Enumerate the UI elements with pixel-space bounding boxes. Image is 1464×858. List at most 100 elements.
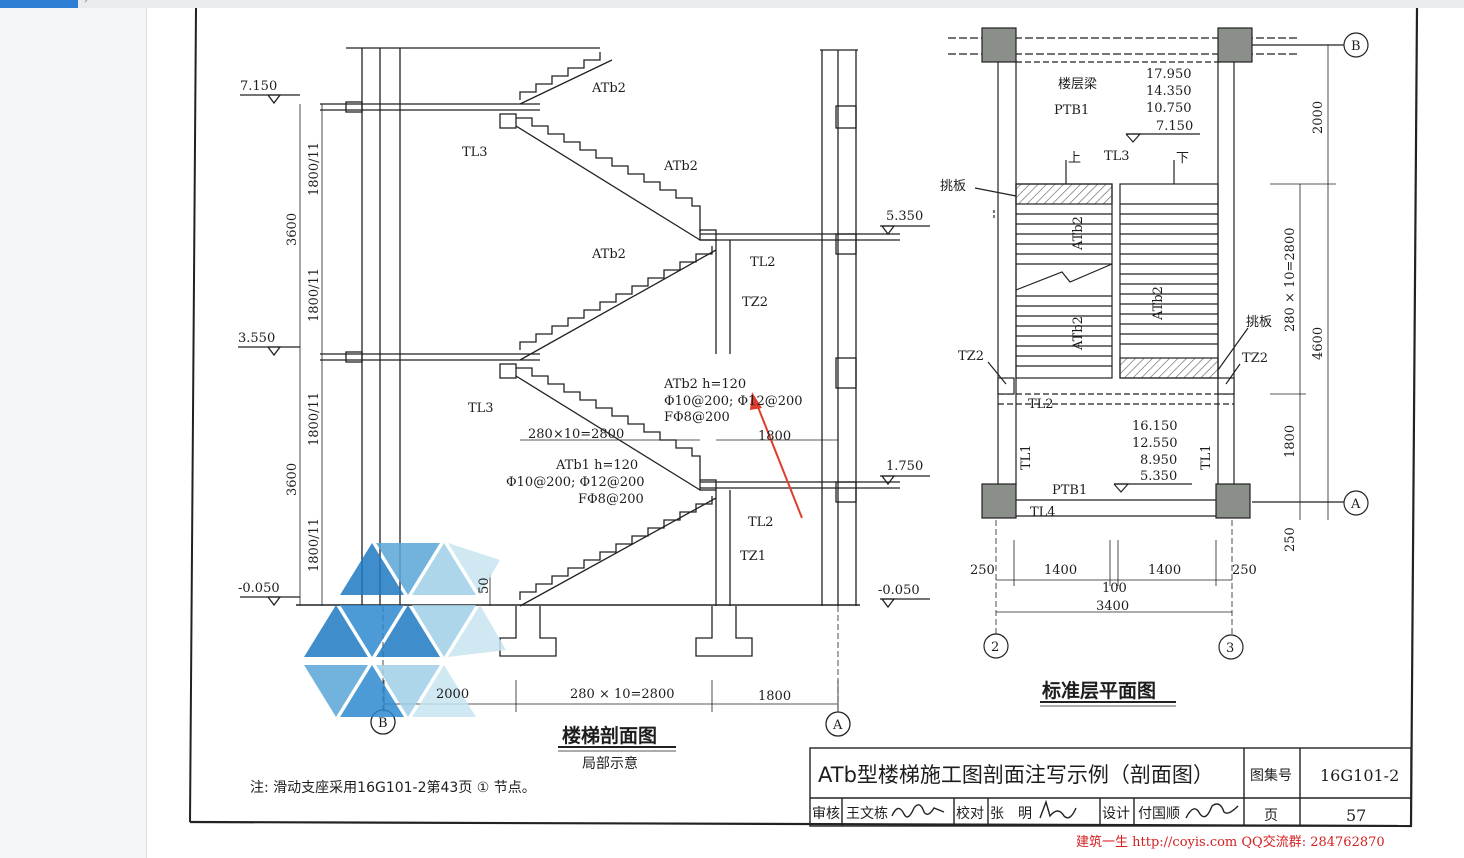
atb1-spec: Φ10@200; Φ12@200 bbox=[506, 475, 645, 490]
dim-right: 2000 bbox=[1311, 101, 1326, 134]
axis-label: B bbox=[378, 716, 388, 731]
beam-label: TL3 bbox=[468, 401, 494, 416]
section-title: 楼梯剖面图 bbox=[562, 724, 657, 747]
page-number: 57 bbox=[1346, 806, 1366, 825]
dim-vertical: 1800/11 bbox=[307, 392, 322, 446]
atb1-spec: ATb1 h=120 bbox=[555, 458, 638, 473]
title-block bbox=[809, 747, 1412, 827]
up-label: 上 bbox=[1068, 151, 1081, 166]
plan-title: 标准层平面图 bbox=[1042, 680, 1156, 702]
dim-bottom: 100 bbox=[1102, 581, 1127, 596]
level-label: 5.350 bbox=[1140, 469, 1177, 484]
active-tab[interactable] bbox=[0, 0, 78, 8]
level-5350: 5.350 bbox=[886, 209, 923, 224]
signature-image bbox=[1185, 803, 1239, 819]
dim-bottom: 1400 bbox=[1148, 563, 1181, 578]
title-block-text: ATb型楼梯施工图剖面注写示例（剖面图） 图集号 16G101-2 审核 王文栋… bbox=[812, 763, 1399, 825]
tl4-label: TL4 bbox=[1030, 505, 1056, 520]
down-label: 下 bbox=[1176, 151, 1189, 166]
beam-label: TL3 bbox=[462, 145, 488, 160]
atb1-spec: FΦ8@200 bbox=[578, 492, 644, 507]
level-label: 8.950 bbox=[1140, 453, 1177, 468]
level-3550: 3.550 bbox=[238, 331, 275, 346]
level-label: 17.950 bbox=[1146, 67, 1192, 82]
dim-bottom: 3400 bbox=[1096, 599, 1129, 614]
chevron-down-icon[interactable]: › bbox=[84, 0, 88, 6]
dim-right: 280 × 10=2800 bbox=[1283, 228, 1298, 333]
ptb1-label: PTB1 bbox=[1054, 103, 1089, 118]
dim-vertical: 3600 bbox=[285, 213, 300, 246]
tz2-label: TZ2 bbox=[1242, 351, 1268, 366]
column-label: TZ2 bbox=[742, 295, 768, 310]
dim-vertical: 50 bbox=[477, 577, 492, 594]
floor-beam-label: 楼层梁 bbox=[1058, 77, 1097, 92]
tl3-label: TL3 bbox=[1104, 149, 1130, 164]
atlas-number: 16G101-2 bbox=[1320, 766, 1399, 785]
designer-label: 设计 bbox=[1102, 806, 1130, 822]
level-label: 16.150 bbox=[1132, 419, 1178, 434]
stair-plan bbox=[948, 27, 1369, 707]
beam-label: TL2 bbox=[750, 255, 776, 270]
section-labels: 7.150 5.350 3.550 1.750 -0.050 -0.050 AT… bbox=[238, 79, 923, 796]
page-label: 页 bbox=[1264, 808, 1278, 824]
dim-vertical: 1800/11 bbox=[307, 142, 322, 196]
designer-name: 付国顺 bbox=[1138, 806, 1180, 822]
level-label: 7.150 bbox=[1156, 119, 1193, 134]
dim-right: 4600 bbox=[1311, 327, 1326, 360]
flight-label: ATb2 bbox=[1151, 286, 1166, 321]
dim-right: 1800 bbox=[1283, 425, 1298, 458]
axis-label: 3 bbox=[1226, 641, 1234, 656]
atlas-label: 图集号 bbox=[1250, 767, 1292, 784]
checker-label: 校对 bbox=[956, 805, 984, 822]
plan-labels: 楼层梁 PTB1 17.950 14.350 10.750 7.150 TL3 … bbox=[940, 39, 1361, 702]
dim-vertical: 1800/11 bbox=[307, 268, 322, 322]
dim-bottom: 250 bbox=[970, 563, 995, 578]
tl1-label: TL1 bbox=[1019, 444, 1034, 470]
ptb1-label: PTB1 bbox=[1052, 483, 1087, 498]
dim-bottom: 2000 bbox=[436, 687, 469, 702]
tl1-label: TL1 bbox=[1199, 444, 1214, 470]
left-sidebar bbox=[0, 8, 147, 858]
dim-bottom: 250 bbox=[1232, 563, 1257, 578]
dim-bottom: 280 × 10=2800 bbox=[570, 687, 675, 702]
level-label: 10.750 bbox=[1146, 101, 1192, 116]
atb2-spec: ATb2 h=120 bbox=[663, 377, 746, 392]
level-label: 12.550 bbox=[1132, 436, 1178, 451]
dim-vertical: 1800/11 bbox=[307, 518, 322, 572]
watermark-text: 建筑一生 http://coyis.com QQ交流群: 284762870 bbox=[1076, 834, 1385, 850]
checker-name: 张 明 bbox=[990, 806, 1032, 822]
flight-label: ATb2 bbox=[1071, 316, 1086, 351]
level-7150: 7.150 bbox=[240, 79, 277, 94]
dim-bottom: 1800 bbox=[758, 689, 791, 704]
cantilever-label: 挑板 bbox=[940, 179, 966, 194]
reviewer-name: 王文栋 bbox=[846, 805, 888, 822]
flight-label: ATb2 bbox=[591, 81, 626, 96]
axis-label: 2 bbox=[991, 640, 999, 655]
dim-bottom: 1400 bbox=[1044, 563, 1077, 578]
stair-section bbox=[238, 47, 930, 752]
cantilever-label: 挑板 bbox=[1246, 315, 1272, 330]
signature-image bbox=[891, 804, 945, 818]
note: 注: 滑动支座采用16G101-2第43页 ① 节点。 bbox=[250, 779, 536, 796]
axis-label: B bbox=[1351, 39, 1361, 54]
level-ground-left: -0.050 bbox=[238, 581, 280, 596]
annotation-arrow bbox=[750, 392, 803, 519]
column-label: TZ1 bbox=[740, 549, 766, 564]
logo-watermark bbox=[304, 543, 506, 717]
dim-landing: 1800 bbox=[758, 429, 791, 444]
section-subtitle: 局部示意 bbox=[582, 755, 638, 772]
flight-label: ATb2 bbox=[663, 159, 698, 174]
dim-run: 280×10=2800 bbox=[528, 427, 624, 442]
flight-label: ATb2 bbox=[591, 247, 626, 262]
viewer-toolbar: › bbox=[0, 0, 1464, 8]
atb2-spec: Φ10@200; Φ12@200 bbox=[664, 394, 803, 409]
beam-label: TL2 bbox=[748, 515, 774, 530]
atb2-spec: FΦ8@200 bbox=[664, 410, 730, 425]
signature-image bbox=[1039, 799, 1077, 819]
tz2-label: TZ2 bbox=[958, 349, 984, 364]
flight-label: ATb2 bbox=[1071, 216, 1086, 251]
drawing-title: ATb型楼梯施工图剖面注写示例（剖面图） bbox=[818, 763, 1214, 787]
dim-vertical: 3600 bbox=[285, 463, 300, 496]
axis-label: A bbox=[1350, 497, 1361, 512]
